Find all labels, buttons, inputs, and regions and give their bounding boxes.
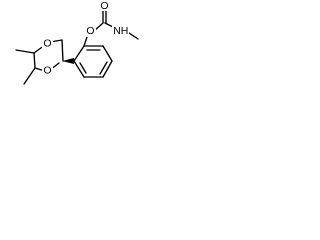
- atom-n-amide: N: [113, 25, 121, 37]
- atom-o-ring-upper: O: [43, 38, 51, 50]
- bond-ar-inner-2: [99, 61, 108, 75]
- wedge-bond: [62, 58, 74, 64]
- phenyl-ring: [73, 45, 113, 78]
- bond-ar-4-5: [102, 60, 113, 78]
- bond-methyl-lower: [23, 67, 36, 85]
- atom-o-ring-lower: O: [43, 65, 51, 77]
- chemical-structure-diagram: O O O O N H: [15, 0, 139, 85]
- bond-ar-3-4: [102, 45, 113, 62]
- bond-carbonyl-c-n: [104, 22, 114, 28]
- label-bg-o-carbonyl: [99, 0, 110, 11]
- label-bg-n-amide: [112, 25, 129, 37]
- methyl-substituents: [15, 49, 36, 85]
- atom-o-aryl: O: [86, 25, 94, 37]
- atom-labels: O O O O N H: [42, 0, 129, 77]
- bond-ar-inner-3: [79, 62, 87, 74]
- atom-h-amide: H: [121, 25, 129, 37]
- bond-ar-6-1: [73, 60, 85, 78]
- bond-ar-1-2: [73, 45, 85, 62]
- atom-o-carbonyl: O: [100, 0, 108, 12]
- bond-methyl-upper: [15, 49, 35, 54]
- label-bg-o-aryl: [85, 26, 96, 37]
- bond-ring-c4-c5: [33, 52, 36, 69]
- label-bg-o-ring-upper: [42, 38, 53, 49]
- bond-ring-c2-c-upper: [61, 39, 64, 62]
- wedge-bond-to-phenyl: [62, 58, 74, 64]
- label-bg-o-ring-lower: [42, 65, 53, 76]
